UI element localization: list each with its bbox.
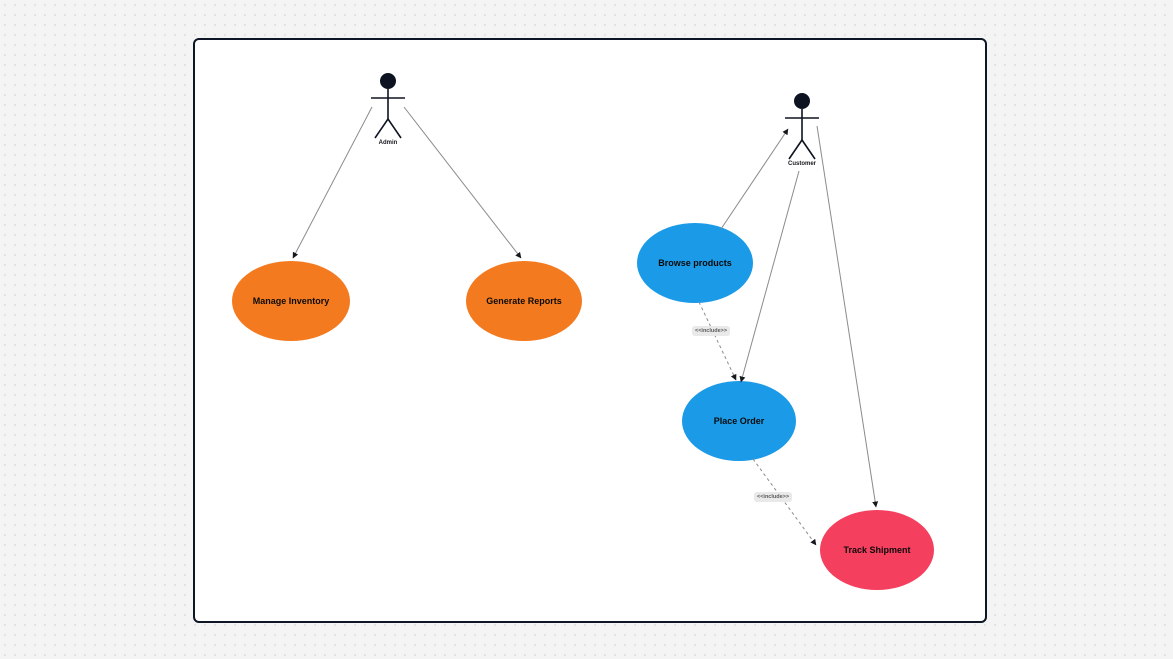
use-case-label: Generate Reports	[486, 296, 562, 306]
use-case-label: Manage Inventory	[252, 296, 330, 306]
use-case-track-shipment[interactable]: Track Shipment	[820, 510, 934, 590]
use-case-manage-inventory[interactable]: Manage Inventory	[232, 261, 350, 341]
include-label: <<include>>	[754, 492, 793, 502]
use-case-label: Track Shipment	[843, 545, 911, 555]
include-label: <<include>>	[692, 326, 731, 336]
use-case-label: Browse products	[658, 258, 732, 268]
use-case-browse-products[interactable]: Browse products	[637, 223, 753, 303]
actor-admin-label: Admin	[378, 140, 398, 146]
use-case-place-order[interactable]: Place Order	[682, 381, 796, 461]
actor-customer-label: Customer	[787, 161, 816, 167]
use-case-generate-reports[interactable]: Generate Reports	[466, 261, 582, 341]
use-case-label: Place Order	[713, 416, 765, 426]
